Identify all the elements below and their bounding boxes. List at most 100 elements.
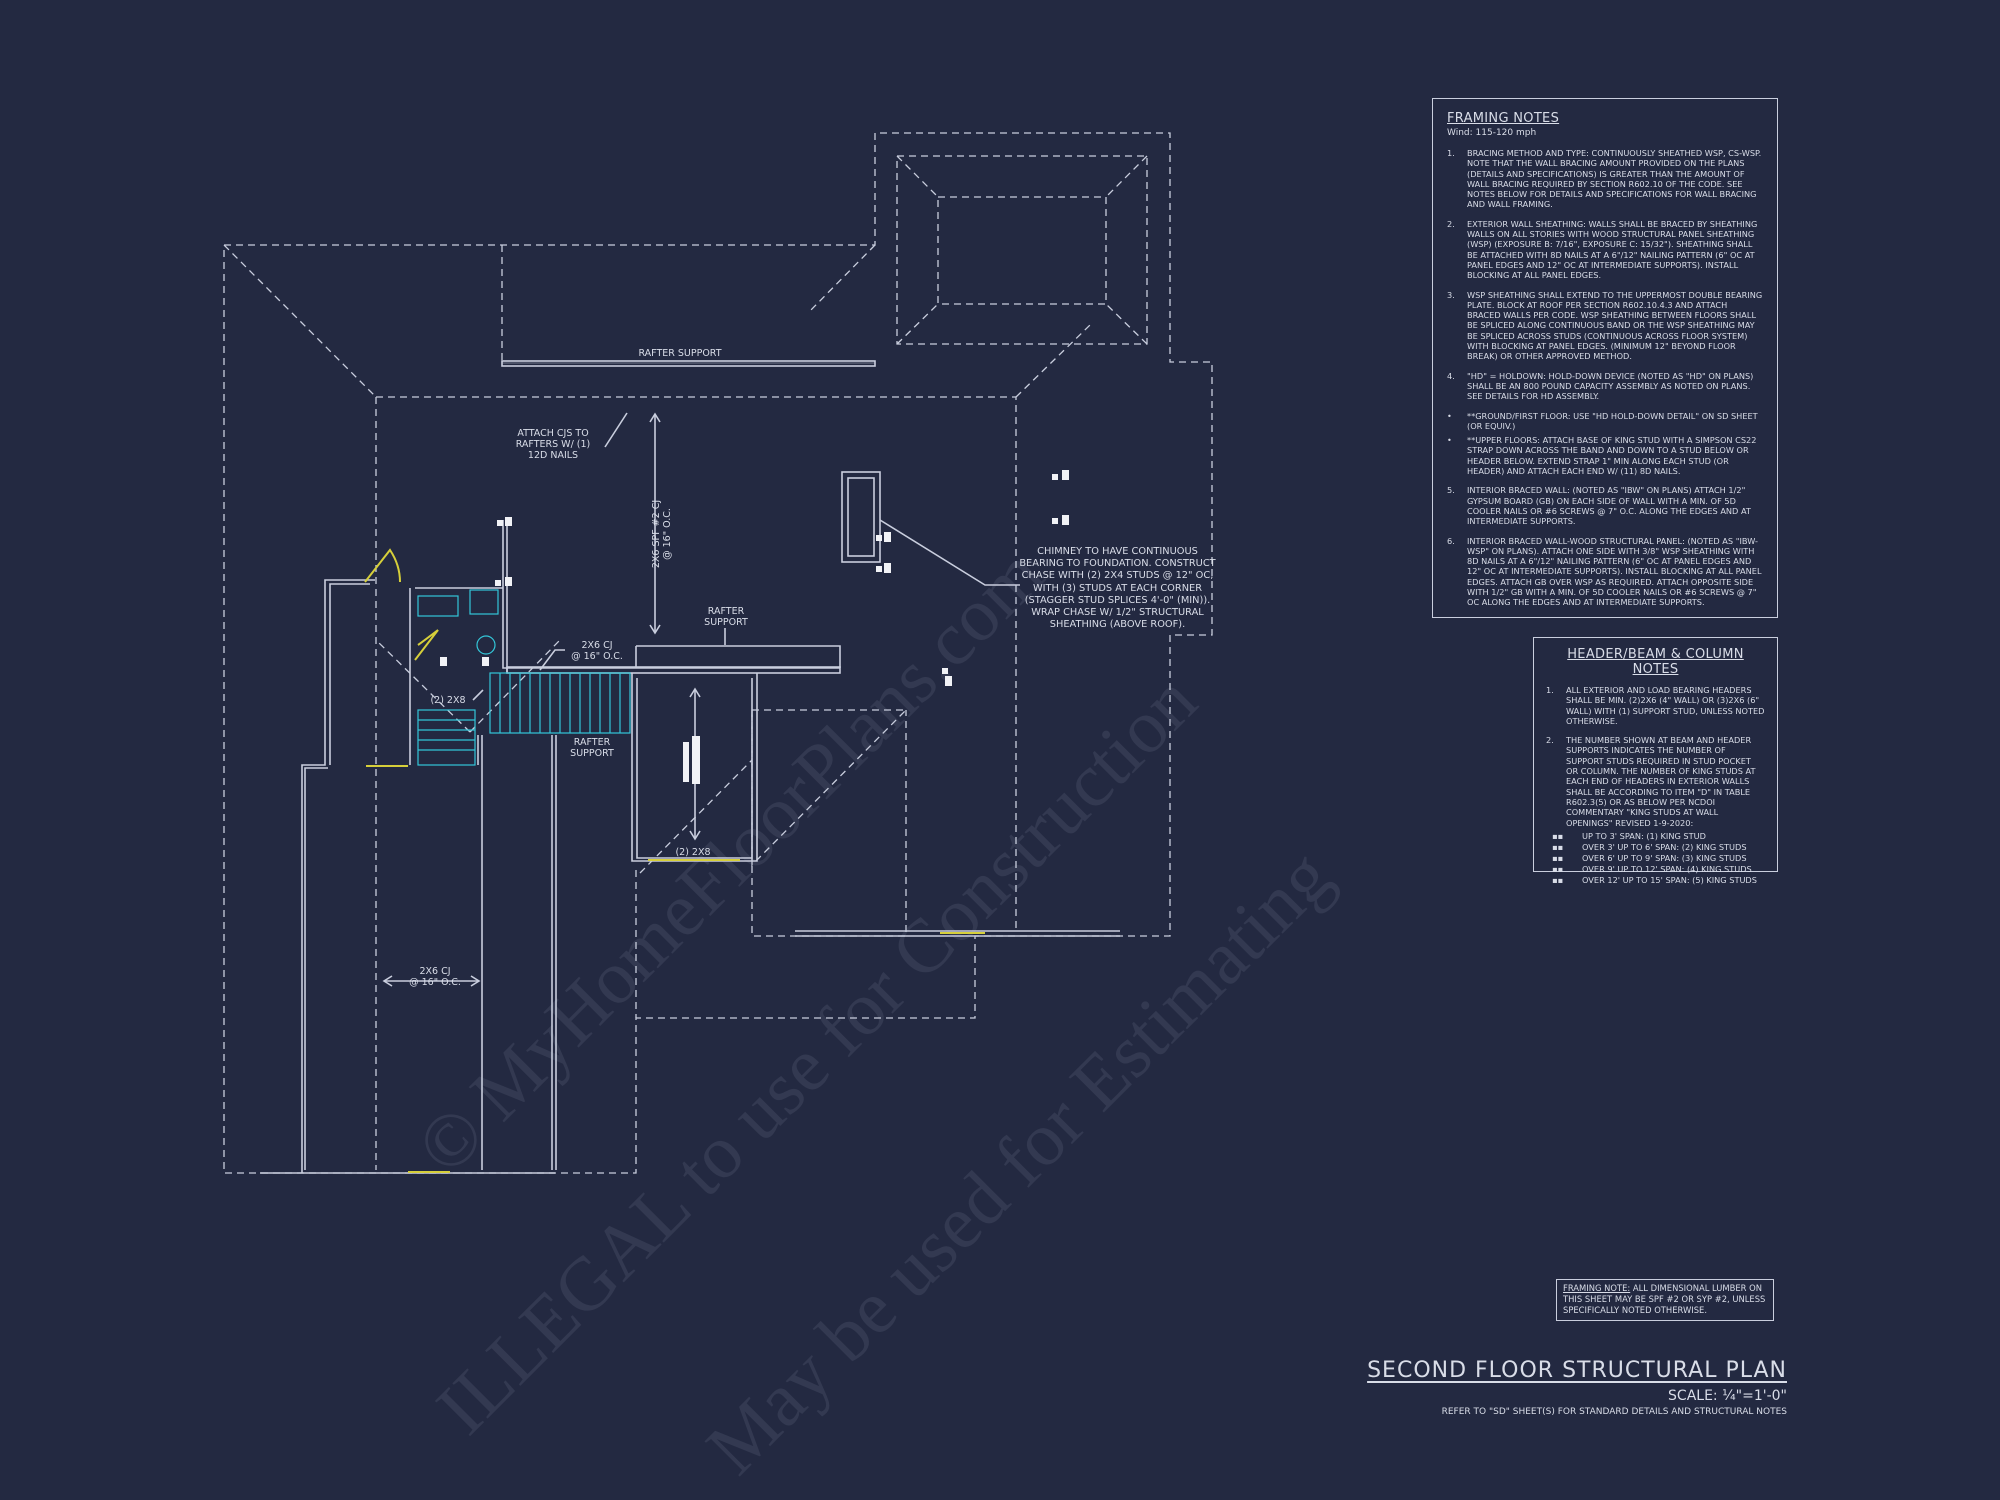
note-number: • [1447,410,1452,421]
cj-bottom-label: 2x6 CJ @ 16" O.C. [409,966,461,988]
cj-small-leader [539,649,565,671]
lower-dash [751,710,907,937]
note-item: • **GROUND/FIRST FLOOR: USE "HD HOLD-DOWN… [1447,411,1763,432]
note-text: OVER 9' UP TO 12' SPAN: (4) KING STUDS [1582,863,1752,874]
note-number: ▪▪ [1552,841,1564,852]
note-item: 2. EXTERIOR WALL SHEATHING: WALLS SHALL B… [1447,219,1763,281]
note-number: ▪▪ [1552,863,1564,874]
note-item: ▪▪UP TO 3' SPAN: (1) KING STUD [1552,831,1765,842]
stud-marker [876,566,882,572]
note-item: 1. ALL EXTERIOR AND LOAD BEARING HEADERS … [1546,685,1765,726]
note-number: • [1447,435,1452,446]
note-text: BRACING METHOD AND TYPE: CONTINUOUSLY SH… [1467,148,1762,210]
rafter-support-low-label: RAFTER SUPPORT [570,737,614,759]
note-text: **GROUND/FIRST FLOOR: USE "HD HOLD-DOWN … [1467,410,1758,431]
wing-inner-1 [304,767,328,1170]
two-2x8-leader [472,689,484,701]
stud-marker [1062,515,1069,525]
note-text: "HD" = HOLDOWN: HOLD-DOWN DEVICE (NOTED … [1467,370,1754,402]
lower-diag-2 [469,639,561,733]
framing-note-text: ALL DIMENSIONAL LUMBER ON THIS SHEET MAY… [1563,1283,1766,1315]
hip-mid-2 [639,759,753,874]
note-number: 1. [1546,685,1554,695]
sheet-refer: REFER TO "SD" SHEET(S) FOR STANDARD DETA… [1441,1407,1787,1417]
note-text: THE NUMBER SHOWN AT BEAM AND HEADER SUPP… [1566,735,1756,828]
rafter-support-mid [636,645,841,668]
stud-marker [692,736,700,784]
two-2x8-bottom-label: (2) 2x8 [675,847,711,858]
cj-vertical-label: 2x6 SPF #2 CJ @ 16" O.C. [651,499,673,569]
title-block: SECOND FLOOR STRUCTURAL PLAN SCALE: ¼"=1… [1367,1358,1787,1417]
note-text: EXTERIOR WALL SHEATHING: WALLS SHALL BE … [1467,218,1758,281]
stud-marker [884,532,891,542]
bay-inner [937,196,1107,305]
chimney-area [751,709,908,867]
attach-cj-leader [604,412,628,448]
stud-marker [495,580,501,586]
wing-outer [301,579,375,1173]
door-swing-left [414,629,439,661]
two-2x8-left-label: (2) 2x8 [430,695,466,706]
note-item: 5. INTERIOR BRACED WALL: (NOTED AS "IBW" … [1447,485,1763,526]
framing-notes-list: 1. BRACING METHOD AND TYPE: CONTINUOUSLY … [1447,148,1763,608]
note-text: INTERIOR BRACED WALL: (NOTED AS "IBW" ON… [1467,485,1751,527]
stud-marker [505,577,512,586]
chimney-outer [841,471,881,563]
note-number: 5. [1447,485,1455,496]
framing-notes-box: FRAMING NOTES Wind: 115-120 mph 1.BRACIN… [1432,98,1778,618]
note-item: ▪▪OVER 6' UP TO 9' SPAN: (3) KING STUDS [1552,853,1765,864]
note-text: OVER 3' UP TO 6' SPAN: (2) KING STUDS [1582,841,1747,852]
note-text: WSP SHEATHING SHALL EXTEND TO THE UPPERM… [1467,289,1763,362]
note-text: UP TO 3' SPAN: (1) KING STUD [1582,830,1706,841]
chimney-leader [879,519,1020,586]
note-item: 4."HD" = HOLDOWN: HOLD-DOWN DEVICE (NOTE… [1447,371,1763,402]
king-stud-list: ▪▪UP TO 3' SPAN: (1) KING STUD▪▪OVER 3' … [1552,831,1765,886]
note-number: 6. [1447,535,1455,546]
stud-marker [683,742,689,782]
note-item: ▪▪ OVER 9' UP TO 12' SPAN: (4) KING STUDS [1552,864,1765,875]
note-number: 2. [1447,218,1455,229]
stair-well-inner [636,678,753,859]
bath-wall-right [502,520,840,669]
note-item: 6. INTERIOR BRACED WALL-WOOD STRUCTURAL P… [1447,536,1763,608]
wing-inner-wall [329,583,370,765]
note-text: OVER 12' UP TO 15' SPAN: (5) KING STUDS [1582,874,1757,885]
stud-marker [482,657,489,666]
sheet-scale: SCALE: ¼"=1'-0" [1668,1388,1787,1404]
stud-marker [497,520,503,526]
stud-marker [440,657,447,666]
note-text: INTERIOR BRACED WALL-WOOD STRUCTURAL PAN… [1467,535,1762,608]
note-text: **UPPER FLOORS: ATTACH BASE OF KING STUD… [1467,435,1757,477]
roof-outline [223,132,1213,1174]
note-item: 2. THE NUMBER SHOWN AT BEAM AND HEADER SU… [1546,735,1765,828]
note-item: 3.WSP SHEATHING SHALL EXTEND TO THE UPPE… [1447,290,1763,362]
stud-marker [505,517,512,526]
note-number: 1. [1447,148,1455,158]
stud-marker [1052,518,1058,524]
bay-outer [896,155,1148,345]
stair-landing [417,709,476,766]
note-text: OVER 6' UP TO 9' SPAN: (3) KING STUDS [1582,852,1747,863]
rafter-support-mid-label: RAFTER SUPPORT [704,606,748,628]
note-text: ALL EXTERIOR AND LOAD BEARING HEADERS SH… [1566,685,1765,726]
bay-diag-2 [1105,155,1148,198]
note-item: 1. BRACING METHOD AND TYPE: CONTINUOUSLY … [1447,148,1763,210]
note-number: ▪▪ [1552,874,1564,885]
framing-note-small-box: FRAMING NOTE: ALL DIMENSIONAL LUMBER ON … [1556,1279,1774,1321]
inner-roof-rect [376,396,1017,932]
lower-diag [375,639,471,733]
door-swing-top [364,548,401,583]
framing-note-label: FRAMING NOTE: [1563,1283,1631,1293]
hip-line-mid [807,244,876,314]
sheet-title: SECOND FLOOR STRUCTURAL PLAN [1367,1358,1787,1383]
chimney-inner [847,477,875,557]
sink [417,595,459,617]
note-number: 2. [1546,735,1554,746]
note-item: ▪▪ OVER 12' UP TO 15' SPAN: (5) KING STUD… [1552,875,1765,886]
framing-notes-wind: Wind: 115-120 mph [1447,128,1537,138]
hip-line-right [1015,324,1091,398]
stud-marker [945,676,952,686]
bay-diag-3 [896,303,939,345]
stud-marker [884,563,891,573]
